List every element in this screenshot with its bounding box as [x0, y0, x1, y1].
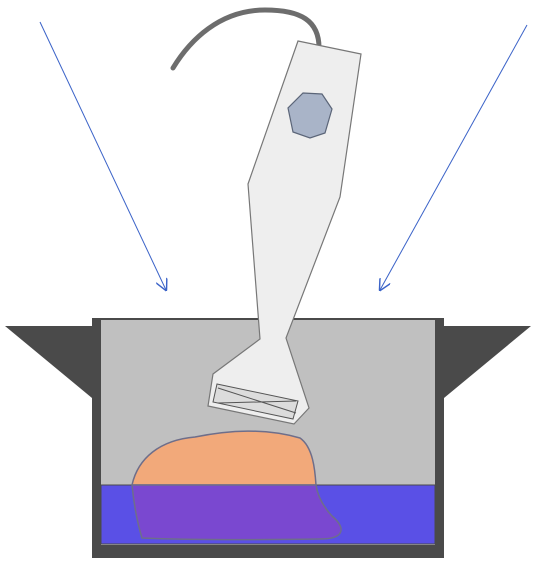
pot-handle-right — [444, 326, 531, 398]
pot-handle-left — [5, 326, 92, 398]
arrow-left — [40, 22, 166, 290]
arrow-right — [380, 25, 527, 290]
food-submerged — [132, 485, 341, 540]
